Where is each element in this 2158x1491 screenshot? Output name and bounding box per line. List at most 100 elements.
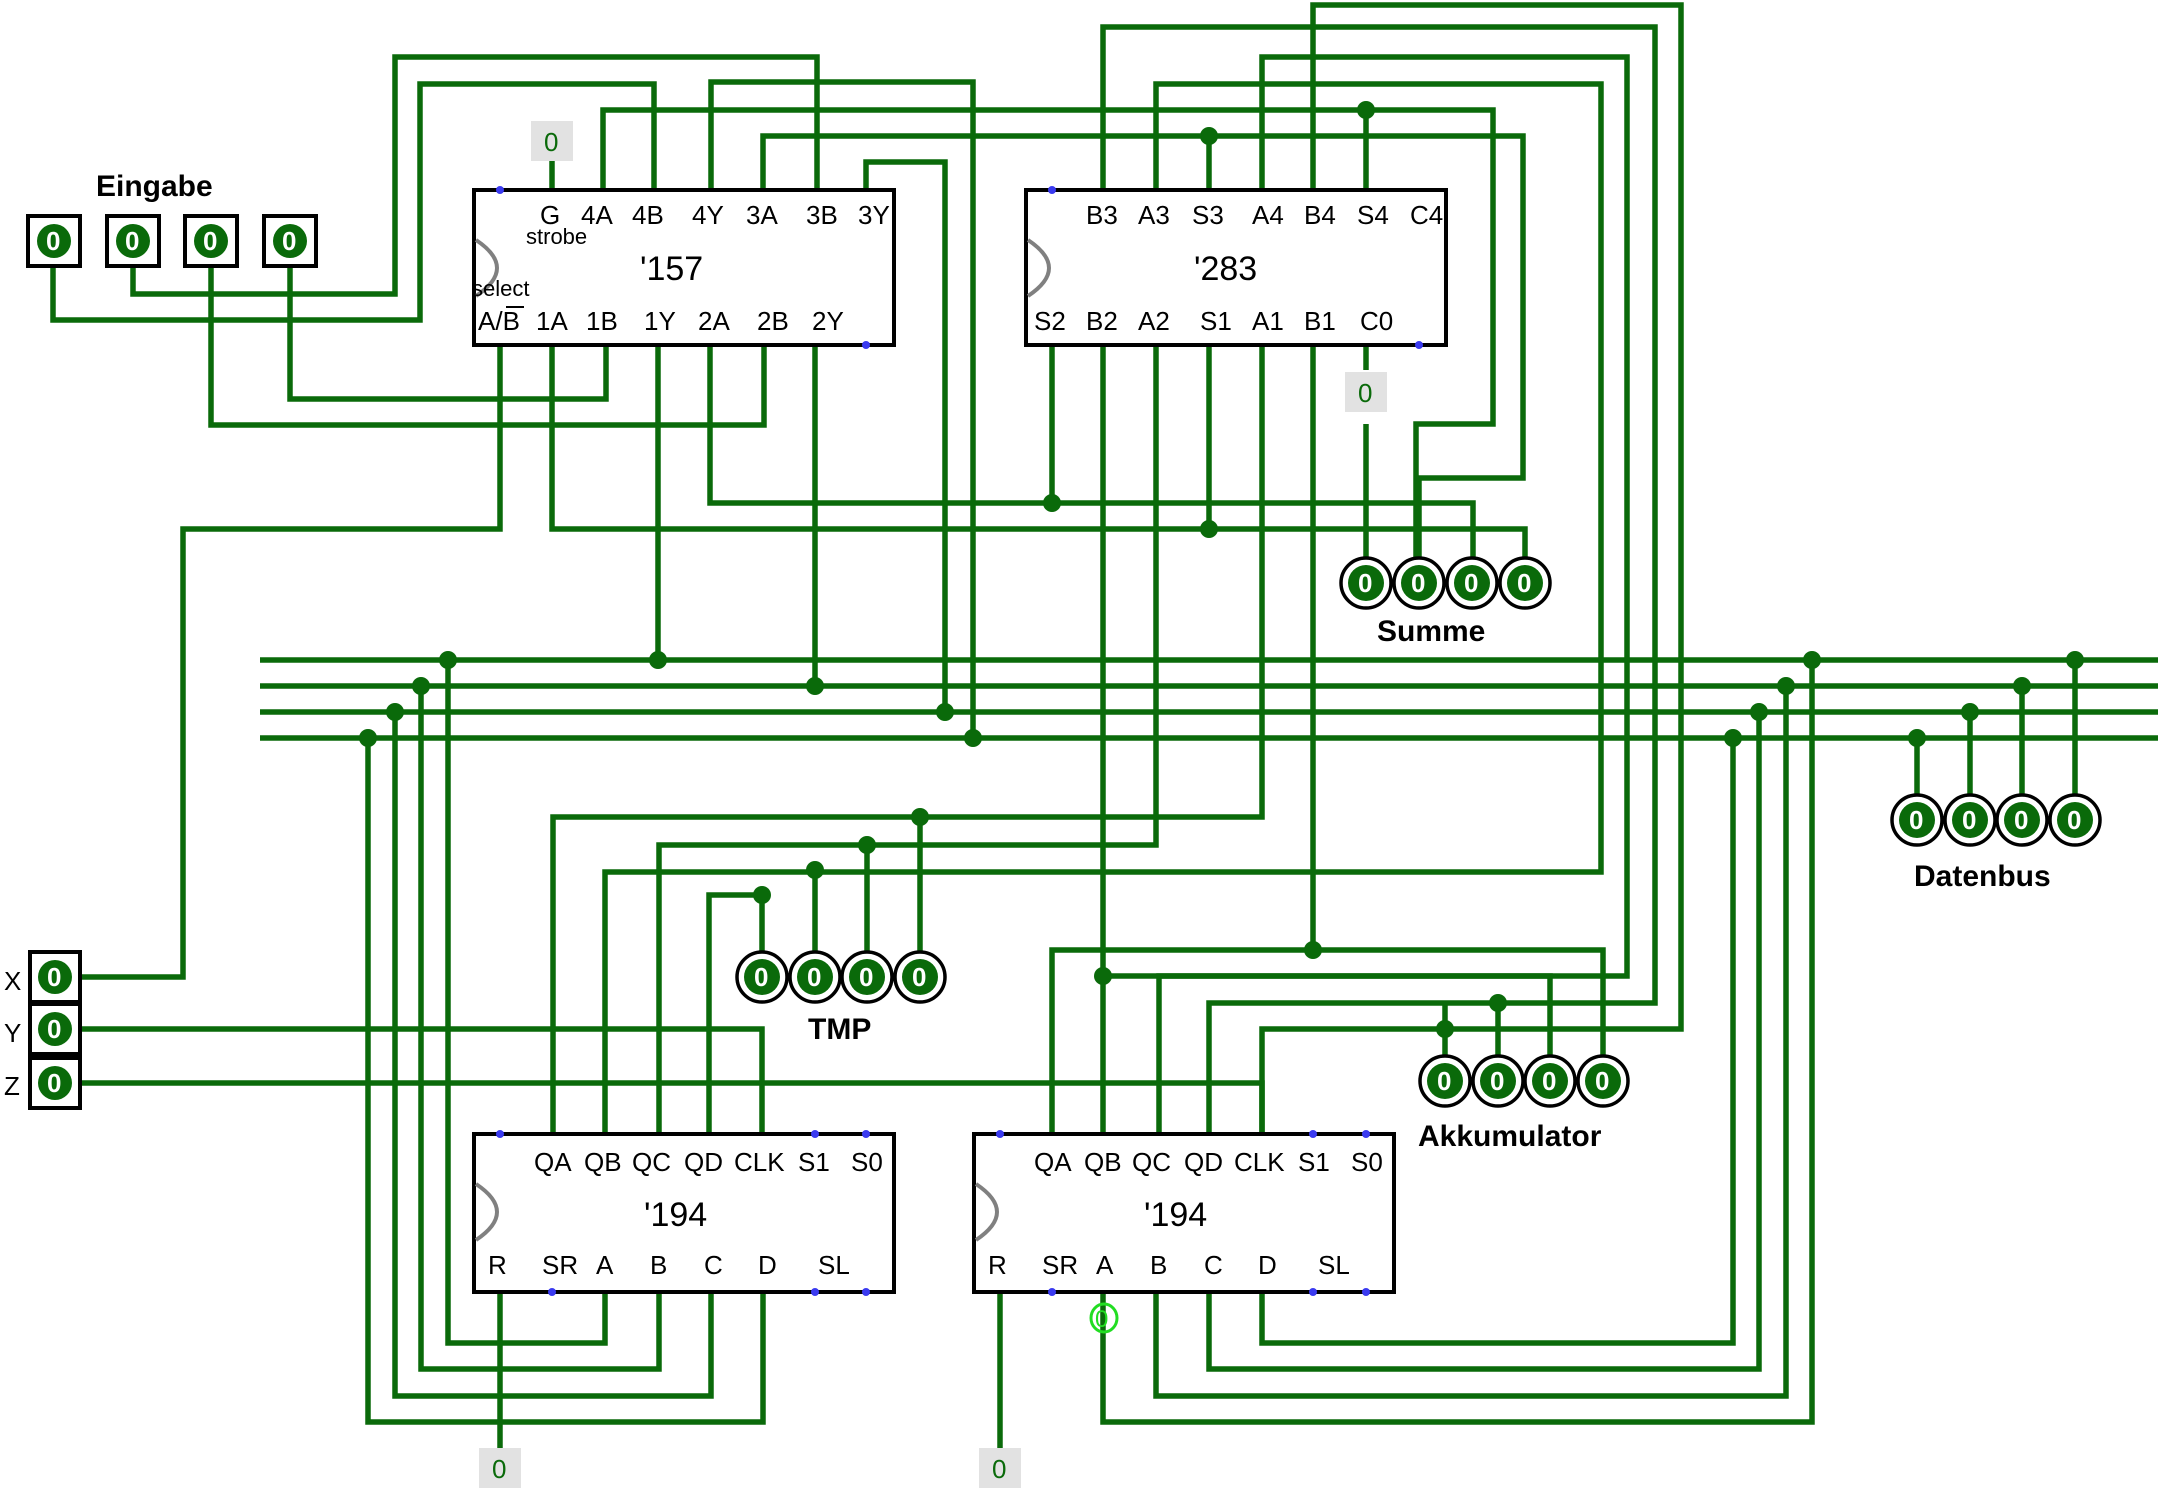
output-value: 0 xyxy=(1490,1066,1504,1096)
wire-adder-a4 xyxy=(1156,54,1630,1162)
pin-label: S4 xyxy=(1357,200,1389,230)
constant-value: 0 xyxy=(492,1454,506,1484)
pin-label: 1A xyxy=(536,306,568,336)
akkumulator-label: Akkumulator xyxy=(1418,1120,1602,1153)
junction-dot xyxy=(936,703,954,721)
pin-label: B1 xyxy=(1304,306,1336,336)
pin-label: 3Y xyxy=(858,200,890,230)
chip-name: '283 xyxy=(1194,250,1257,288)
input-value: 0 xyxy=(47,1014,61,1044)
junctions xyxy=(359,101,2084,1038)
junction-dot xyxy=(1043,494,1061,512)
input-led xyxy=(273,224,307,258)
pin-label: B xyxy=(1150,1250,1167,1280)
input-value: 0 xyxy=(47,962,61,992)
input-value: 0 xyxy=(46,226,60,256)
wire-eingabe-4 xyxy=(287,266,609,402)
input-led xyxy=(116,224,150,258)
input-eingabe-3[interactable]: 0 xyxy=(183,214,239,268)
junction-dot xyxy=(359,729,377,747)
output-datenbus-2: 0 xyxy=(1943,793,1997,847)
output-led xyxy=(1585,1063,1621,1099)
input-y[interactable]: 0 xyxy=(28,1002,82,1056)
input-led xyxy=(38,1066,72,1100)
output-value: 0 xyxy=(2014,805,2028,835)
input-eingabe-2[interactable]: 0 xyxy=(105,214,161,268)
pin-label: 4Y xyxy=(692,200,724,230)
wire-tmp-b xyxy=(418,686,662,1372)
input-led xyxy=(38,1012,72,1046)
chip-mux-157[interactable]: G 4A 4B 4Y 3A 3B 3Y strobe select '157 A… xyxy=(472,186,896,349)
input-eingabe-4[interactable]: 0 xyxy=(262,214,318,268)
output-led xyxy=(1454,565,1490,601)
chip-notch xyxy=(1026,238,1051,298)
output-led xyxy=(1952,802,1988,838)
wire-mux-3a xyxy=(760,133,1526,481)
output-tmp-1: 0 xyxy=(735,950,789,1004)
output-tmp-2: 0 xyxy=(788,950,842,1004)
input-led xyxy=(194,224,228,258)
junction-dot xyxy=(1724,729,1742,747)
wire-adder-a3 xyxy=(602,81,1604,1162)
pin-label: 2A xyxy=(698,306,730,336)
wire-y-clk xyxy=(80,1026,765,1162)
output-datenbus-1: 0 xyxy=(1890,793,1944,847)
chip-adder-283[interactable]: B3 A3 S3 A4 B4 S4 C4 '283 S2 B2 A2 S1 A1… xyxy=(1024,186,1448,349)
constant-box xyxy=(979,1448,1021,1488)
pin-label: QD xyxy=(1184,1147,1223,1177)
pin-label: 2B xyxy=(757,306,789,336)
constant-value: 0 xyxy=(1358,378,1372,408)
junction-dot xyxy=(806,677,824,695)
output-led xyxy=(2057,802,2093,838)
junction-dot xyxy=(2066,651,2084,669)
wire-acc-3 xyxy=(1103,973,1553,1080)
output-acc-1: 0 xyxy=(1418,1054,1472,1108)
junction-dot xyxy=(1908,729,1926,747)
wires xyxy=(50,2,2158,1455)
output-acc-4: 0 xyxy=(1576,1054,1630,1108)
chip-reg-tmp-194[interactable]: QA QB QC QD CLK S1 S0 '194 R SR A B C D … xyxy=(472,1130,896,1296)
chip-body xyxy=(472,1132,896,1294)
output-led xyxy=(2004,802,2040,838)
input-z[interactable]: 0 xyxy=(28,1056,82,1110)
wire-tmp-d xyxy=(365,738,766,1425)
output-value: 0 xyxy=(1411,568,1425,598)
output-led xyxy=(797,959,833,995)
pin-label: A1 xyxy=(1252,306,1284,336)
input-value: 0 xyxy=(47,1068,61,1098)
pin-dot xyxy=(496,1130,504,1138)
pin-label: A3 xyxy=(1138,200,1170,230)
wire-adder-b1 xyxy=(1049,345,1316,1162)
junction-dot xyxy=(1094,967,1112,985)
junction-dot xyxy=(1803,651,1821,669)
pin-label: CLK xyxy=(1234,1147,1285,1177)
input-x[interactable]: 0 xyxy=(28,950,82,1004)
input-eingabe-1[interactable]: 0 xyxy=(26,214,82,268)
junction-dot xyxy=(806,861,824,879)
pin-label: SR xyxy=(542,1250,578,1280)
wire-mux-4a xyxy=(600,107,1496,576)
pin-dot xyxy=(1415,341,1423,349)
pin-dot xyxy=(1048,1288,1056,1296)
pin-label: S0 xyxy=(851,1147,883,1177)
wire-acc-4 xyxy=(1313,947,1606,1080)
pin-label: C xyxy=(704,1250,723,1280)
junction-dot xyxy=(1357,101,1375,119)
wire-mux-1a xyxy=(549,345,1528,576)
junction-dot xyxy=(386,703,404,721)
pin-label: QB xyxy=(584,1147,622,1177)
chip-body xyxy=(1024,188,1448,347)
pin-label: CLK xyxy=(734,1147,785,1177)
pin-label: S1 xyxy=(798,1147,830,1177)
output-summe-3: 0 xyxy=(1445,556,1499,610)
wire-adder-b4 xyxy=(1259,2,1684,1162)
junction-dot xyxy=(1304,941,1322,959)
constant-box xyxy=(1345,372,1387,412)
pin-dot xyxy=(996,1130,1004,1138)
chip-reg-acc-194[interactable]: QA QB QC QD CLK S1 S0 '194 R SR A B C D … xyxy=(972,1130,1396,1296)
pin-dot xyxy=(811,1130,819,1138)
probe[interactable]: 0 xyxy=(1089,1302,1119,1334)
pin-dot xyxy=(1362,1130,1370,1138)
output-led xyxy=(1532,1063,1568,1099)
output-tmp-4: 0 xyxy=(893,950,947,1004)
